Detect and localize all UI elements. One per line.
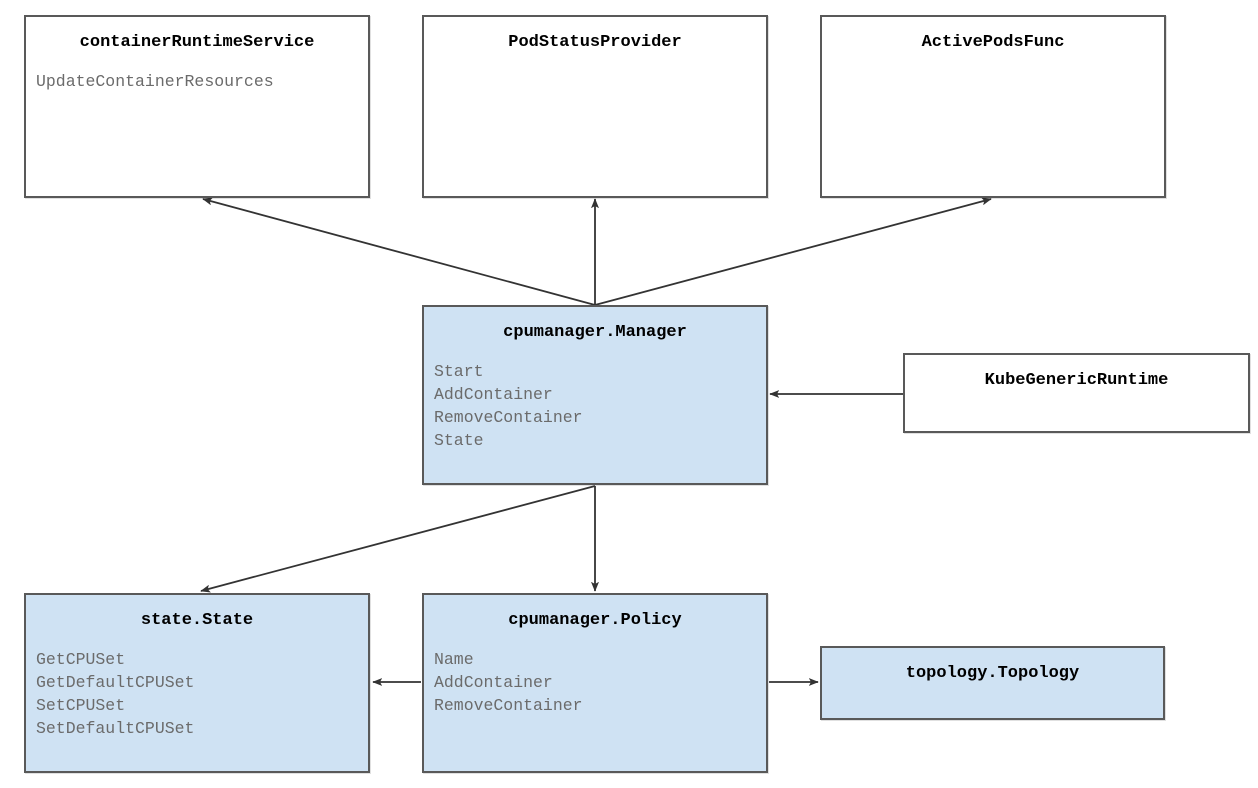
node-title: ActivePodsFunc <box>921 33 1065 52</box>
edge-manager-to-active-pods-func <box>594 197 992 306</box>
node-topology-topology[interactable]: topology.Topology <box>820 646 1165 720</box>
node-member: Start <box>434 362 484 381</box>
node-member: GetCPUSet <box>36 650 126 669</box>
node-title: containerRuntimeService <box>79 33 315 52</box>
node-kube-generic-runtime[interactable]: KubeGenericRuntime <box>903 353 1250 433</box>
node-title: cpumanager.Policy <box>508 611 682 630</box>
node-active-pods-func[interactable]: ActivePodsFunc <box>820 15 1166 198</box>
node-title: KubeGenericRuntime <box>984 371 1169 390</box>
edge-manager-to-container-runtime-service <box>202 197 596 306</box>
node-member: AddContainer <box>434 673 553 692</box>
node-member: SetCPUSet <box>36 696 126 715</box>
node-title: PodStatusProvider <box>508 33 682 52</box>
node-pod-status-provider[interactable]: PodStatusProvider <box>422 15 768 198</box>
node-member: RemoveContainer <box>434 696 583 715</box>
edge-manager-to-state-state <box>200 485 596 593</box>
node-member: State <box>434 431 484 450</box>
node-member: UpdateContainerResources <box>36 72 274 91</box>
node-member: SetDefaultCPUSet <box>36 719 195 738</box>
node-title: cpumanager.Manager <box>503 323 687 342</box>
node-member-list: UpdateContainerResources <box>26 70 368 93</box>
node-title: state.State <box>140 611 254 630</box>
node-member: RemoveContainer <box>434 408 583 427</box>
node-title: topology.Topology <box>905 664 1080 683</box>
node-member: AddContainer <box>434 385 553 404</box>
node-member: Name <box>434 650 474 669</box>
node-member: GetDefaultCPUSet <box>36 673 195 692</box>
